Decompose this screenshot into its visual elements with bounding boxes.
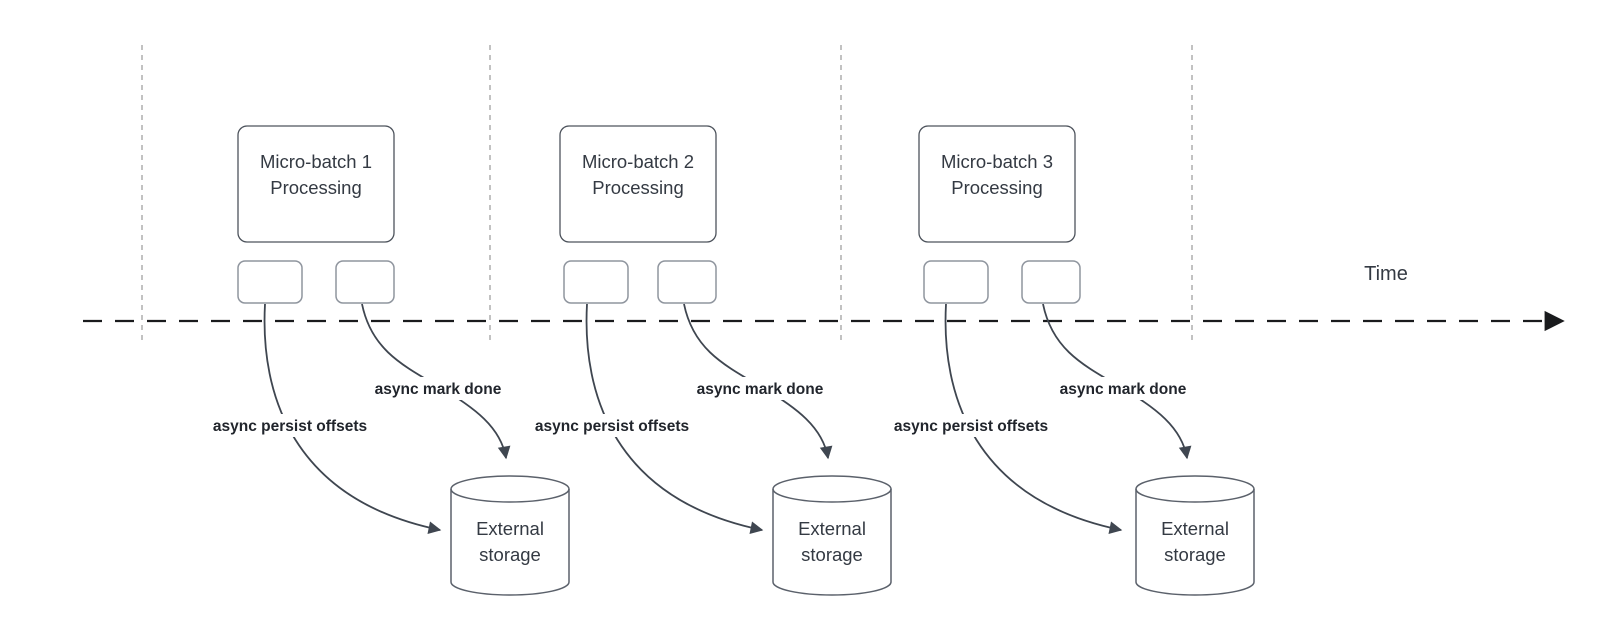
processing-box-1: [237, 125, 395, 243]
mark-done-task-box-2: [657, 260, 717, 304]
svg-text:async mark done: async mark done: [1060, 381, 1187, 398]
mark-done-label-3: async mark done: [1052, 377, 1195, 400]
micro-batch-group-3: Micro-batch 3 Processing External storag…: [884, 125, 1255, 596]
svg-text:async persist offsets: async persist offsets: [535, 418, 689, 435]
external-storage-cylinder-1: [450, 475, 570, 596]
processing-box-2: [559, 125, 717, 243]
micro-batch-group-2: Micro-batch 2 Processing External storag…: [525, 125, 892, 596]
external-storage-cylinder-2: [772, 475, 892, 596]
external-storage-cylinder-2-lip: [772, 488, 892, 503]
processing-box-2-subtitle: Processing: [592, 177, 684, 198]
svg-text:async persist offsets: async persist offsets: [213, 418, 367, 435]
persist-offsets-label-3: async persist offsets: [884, 414, 1060, 437]
external-storage-cylinder-3-lip: [1135, 488, 1255, 503]
external-storage-1-label-line1: External: [476, 518, 544, 539]
svg-text:async persist offsets: async persist offsets: [894, 418, 1048, 435]
processing-box-1-title: Micro-batch 1: [260, 151, 372, 172]
persist-offsets-arrow-3: [944, 303, 1123, 534]
processing-box-3: [918, 125, 1076, 243]
mark-done-task-box-1: [335, 260, 395, 304]
processing-box-3-subtitle: Processing: [951, 177, 1043, 198]
external-storage-1-label-line2: storage: [479, 544, 541, 565]
external-storage-3-label-line1: External: [1161, 518, 1229, 539]
persist-offsets-arrow-2: [585, 303, 764, 534]
external-storage-2-label-line1: External: [798, 518, 866, 539]
persist-offsets-label-1: async persist offsets: [203, 414, 379, 437]
mark-done-task-box-3: [1021, 260, 1081, 304]
persist-offsets-arrow-1: [263, 303, 442, 534]
time-axis-label: Time: [1364, 263, 1408, 285]
svg-text:async mark done: async mark done: [375, 381, 502, 398]
micro-batch-group-1: Micro-batch 1 Processing External storag…: [203, 125, 570, 596]
mark-done-label-2: async mark done: [689, 377, 832, 400]
offset-task-box-2: [563, 260, 629, 304]
offset-task-box-3: [923, 260, 989, 304]
mark-done-label-1: async mark done: [367, 377, 510, 400]
svg-text:async mark done: async mark done: [697, 381, 824, 398]
external-storage-cylinder-1-lip: [450, 488, 570, 503]
offset-task-box-1: [237, 260, 303, 304]
external-storage-2-label-line2: storage: [801, 544, 863, 565]
external-storage-cylinder-3: [1135, 475, 1255, 596]
processing-box-2-title: Micro-batch 2: [582, 151, 694, 172]
persist-offsets-label-2: async persist offsets: [525, 414, 701, 437]
processing-box-3-title: Micro-batch 3: [941, 151, 1053, 172]
external-storage-3-label-line2: storage: [1164, 544, 1226, 565]
processing-box-1-subtitle: Processing: [270, 177, 362, 198]
